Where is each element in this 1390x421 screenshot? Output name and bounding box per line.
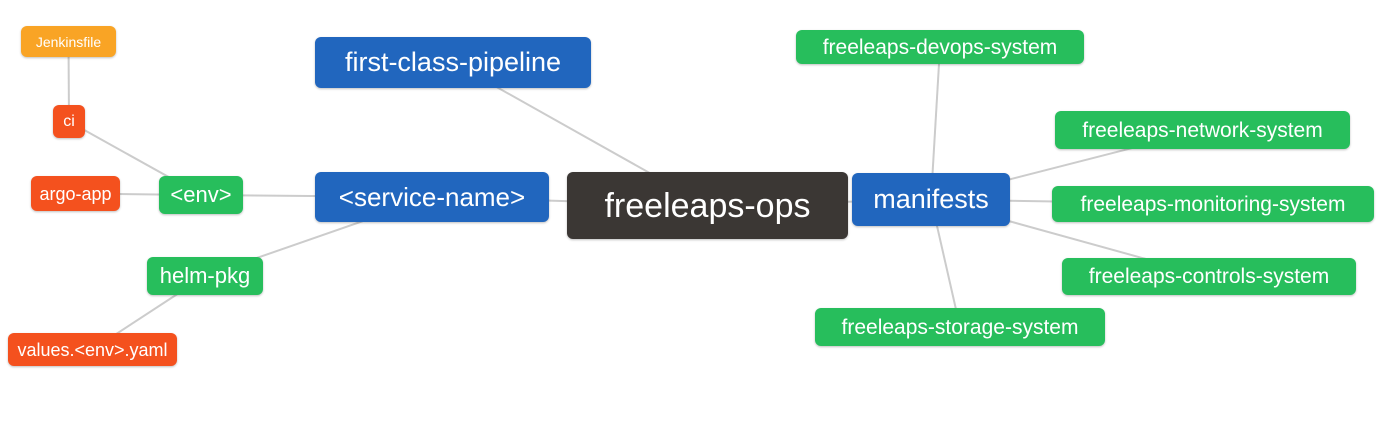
node-label: values.<env>.yaml [17,339,168,360]
node-label: <env> [170,182,232,207]
node-label: argo-app [39,183,112,204]
node-helm-pkg[interactable]: helm-pkg [147,257,263,295]
node-label: first-class-pipeline [344,47,562,77]
node-service-name[interactable]: <service-name> [315,172,549,222]
node-manifests[interactable]: manifests [852,173,1010,226]
node-label: freeleaps-monitoring-system [1080,192,1346,216]
node-label: freeleaps-storage-system [841,315,1079,339]
node-label: <service-name> [338,182,526,212]
node-first-class-pipeline[interactable]: first-class-pipeline [315,37,591,88]
node-values-env-yaml[interactable]: values.<env>.yaml [8,333,177,366]
node-freeleaps-controls-system[interactable]: freeleaps-controls-system [1062,258,1356,295]
node-freeleaps-storage-system[interactable]: freeleaps-storage-system [815,308,1105,346]
node-freeleaps-devops-system[interactable]: freeleaps-devops-system [796,30,1084,64]
node-label: freeleaps-controls-system [1088,265,1330,288]
node-argo-app[interactable]: argo-app [31,176,120,211]
node-freeleaps-ops[interactable]: freeleaps-ops [567,172,848,239]
node-label: Jenkinsfile [35,33,102,50]
node-jenkinsfile[interactable]: Jenkinsfile [21,26,116,57]
node-env[interactable]: <env> [159,176,243,214]
node-label: freeleaps-devops-system [822,35,1058,59]
node-freeleaps-network-system[interactable]: freeleaps-network-system [1055,111,1350,149]
node-freeleaps-monitoring-system[interactable]: freeleaps-monitoring-system [1052,186,1374,222]
node-label: ci [63,112,75,130]
node-label: helm-pkg [159,263,251,288]
node-ci[interactable]: ci [53,105,85,138]
node-label: freeleaps-network-system [1082,118,1323,142]
node-label: manifests [873,184,989,214]
node-label: freeleaps-ops [604,186,811,225]
